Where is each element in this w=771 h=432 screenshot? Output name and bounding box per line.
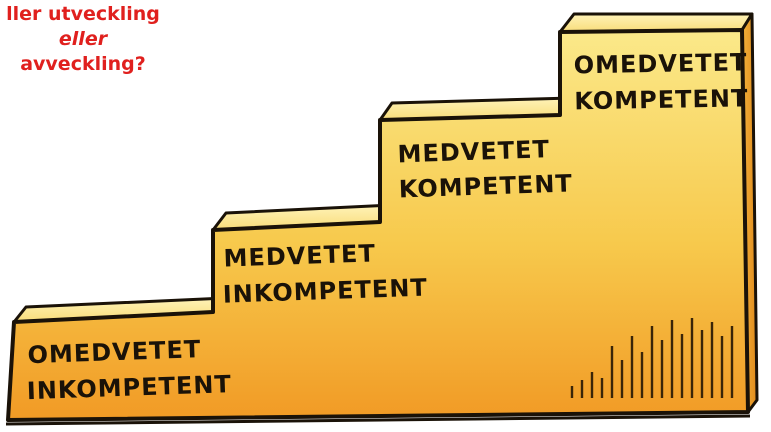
step-3-line-1: MEDVETET [397, 135, 550, 168]
hatching [570, 318, 734, 398]
step-2-label: MEDVETET INKOMPETENT [222, 239, 428, 308]
stair-front [6, 28, 750, 422]
caption-line-2: eller [58, 28, 108, 50]
ground-line [5, 414, 751, 426]
caption: ller utveckling eller avveckling? [0, 2, 188, 77]
step-1-line-1: OMEDVETET [27, 335, 202, 369]
step-3-line-2: KOMPETENT [398, 169, 573, 203]
step-3-label: MEDVETET KOMPETENT [397, 135, 573, 203]
step-4-line-2: KOMPETENT [574, 84, 748, 115]
caption-line-1: ller utveckling [6, 3, 160, 25]
step-2-line-1: MEDVETET [223, 239, 376, 272]
step-4-label: OMEDVETET KOMPETENT [573, 48, 748, 115]
caption-line-3: avveckling? [20, 53, 146, 75]
step-4-line-1: OMEDVETET [573, 48, 747, 79]
